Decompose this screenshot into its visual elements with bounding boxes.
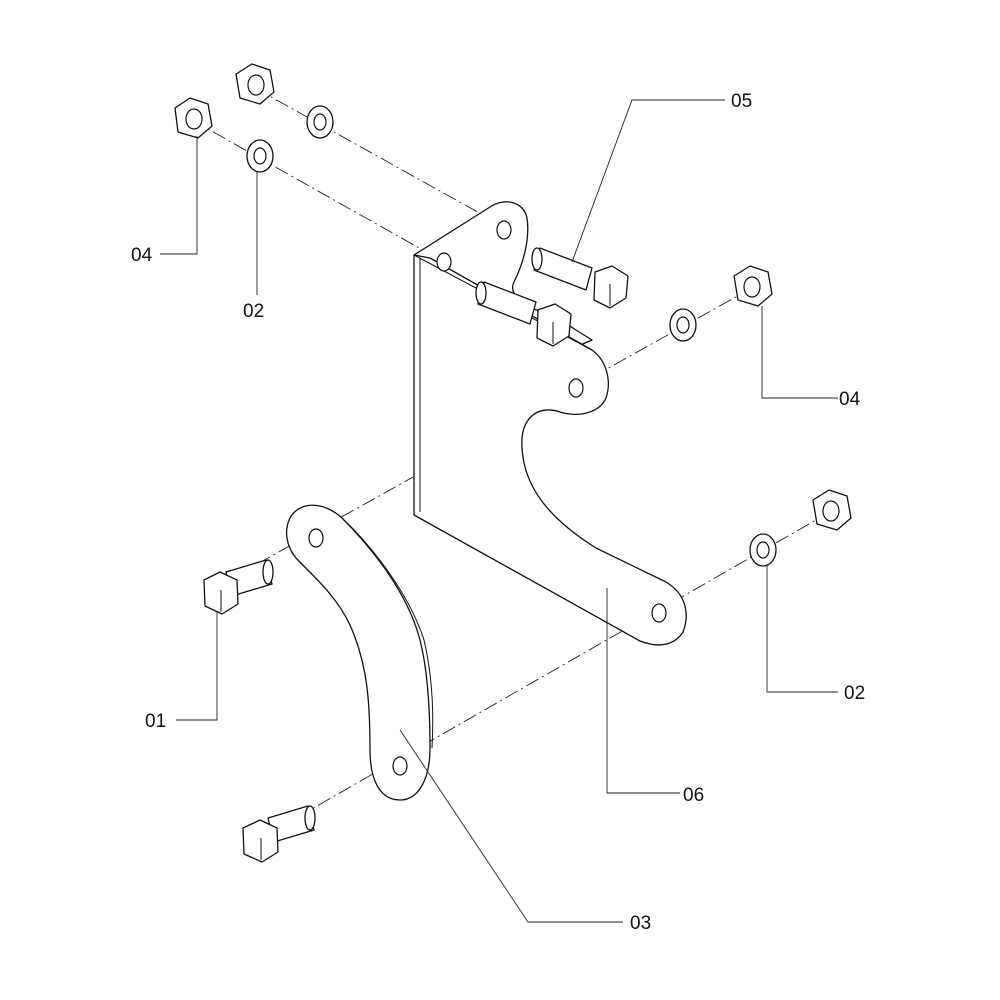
leader-06 xyxy=(606,588,680,794)
bolt-shank-end xyxy=(262,559,274,585)
bolt-shank-end xyxy=(475,281,487,305)
washer-part-02-lower-right xyxy=(749,533,777,567)
callout-05: 05 xyxy=(731,91,752,112)
bolt-hex-head xyxy=(536,303,572,347)
strap-hole-top xyxy=(308,528,324,548)
nut-bore xyxy=(247,74,265,96)
curved-strap-part-03 xyxy=(285,504,434,801)
strap-plate xyxy=(285,504,431,801)
strap-hole-bottom xyxy=(392,756,408,776)
washer-bore xyxy=(313,113,327,131)
bolt-part-05-lower xyxy=(475,281,572,347)
washer-part-02-top-left xyxy=(246,139,274,173)
nut-part-04-middle-right xyxy=(733,265,773,307)
nut-part-04-lower-right xyxy=(812,489,852,531)
callout-04-top: 04 xyxy=(131,245,153,266)
callout-02-right: 02 xyxy=(844,683,865,704)
leader-04-right xyxy=(761,306,838,399)
bolt-part-01-lower xyxy=(242,805,316,863)
nut-bore xyxy=(743,276,761,298)
bolt-part-05-upper xyxy=(531,247,629,309)
callout-02-top: 02 xyxy=(243,301,264,322)
nut-part-04-top-right xyxy=(235,63,275,105)
washer-part-02-middle xyxy=(669,308,697,342)
nut-bore xyxy=(822,500,840,522)
nut-part-04-top-left xyxy=(174,97,213,139)
bracket-hole-1 xyxy=(496,220,512,240)
bracket-hole-4 xyxy=(651,603,667,623)
leader-lines xyxy=(160,99,838,923)
nut-bore xyxy=(185,108,203,130)
strap-thickness-edge xyxy=(341,517,434,749)
bracket-hole-2 xyxy=(436,252,452,272)
axis-top-upper xyxy=(254,87,511,231)
washer-bore xyxy=(756,541,770,559)
bolt-shank xyxy=(533,247,593,291)
callout-01: 01 xyxy=(145,711,166,732)
bolt-hex-head xyxy=(593,265,629,309)
washer-bore xyxy=(253,147,267,165)
washer-bore xyxy=(676,316,690,334)
bracket-main-plate xyxy=(413,254,687,646)
axis-top-lower xyxy=(191,119,445,263)
bracket-hole-3 xyxy=(568,378,584,398)
leader-04-top xyxy=(160,136,198,255)
callout-03: 03 xyxy=(630,913,651,934)
leader-03 xyxy=(399,729,623,923)
leader-05 xyxy=(571,99,725,263)
leader-02-right xyxy=(766,566,838,693)
bolt-shank-end xyxy=(304,805,316,831)
leader-01 xyxy=(176,612,218,721)
bolt-shank-end xyxy=(531,247,543,271)
callouts: 04 02 05 04 02 06 01 03 xyxy=(131,91,865,934)
callout-06: 06 xyxy=(683,785,704,806)
washer-part-02-top-right xyxy=(306,105,334,139)
bolt-part-01-upper xyxy=(203,559,274,615)
callout-04-right: 04 xyxy=(839,389,861,410)
